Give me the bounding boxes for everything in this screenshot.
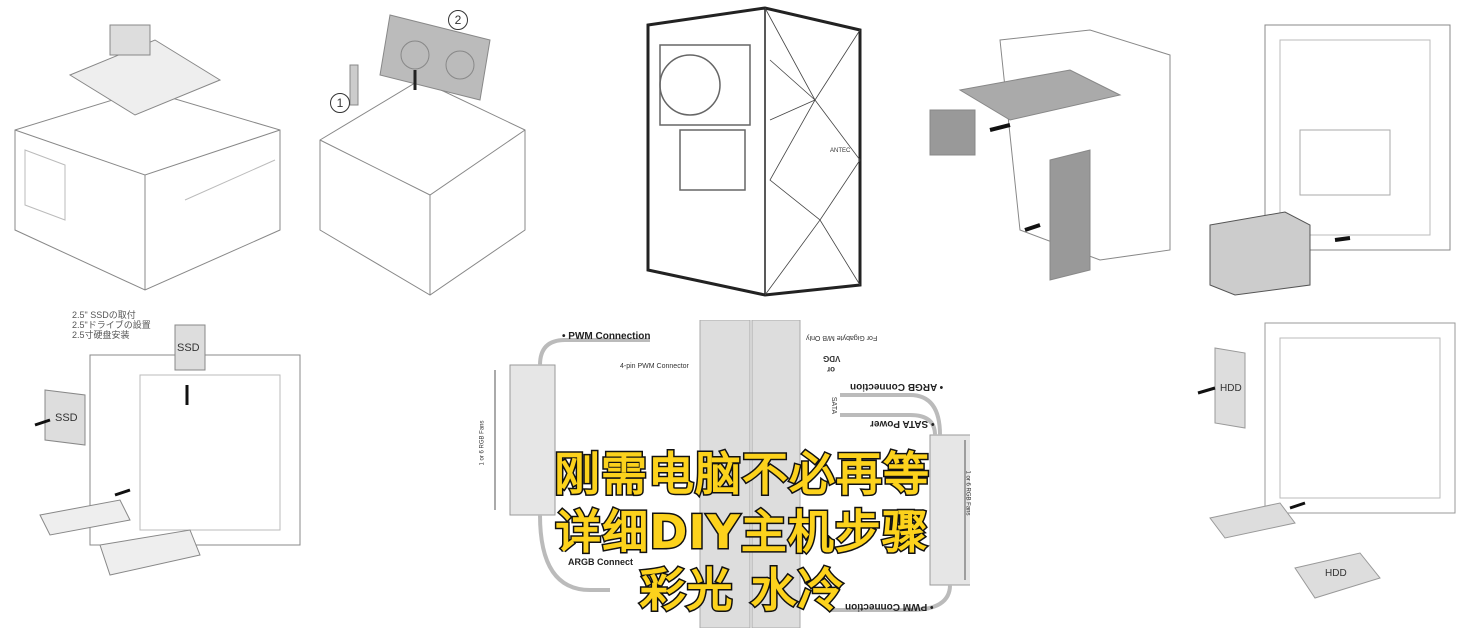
hdd-install-diagram: HDD HDD (1190, 318, 1462, 628)
argb-connect-bottom-label: ARGB Connect (568, 557, 633, 567)
hdd-label-side: HDD (1220, 383, 1242, 394)
headline-line-2: 详细DIY主机步骤 (554, 504, 930, 561)
sata-power-label: • SATA Power (870, 418, 935, 429)
step-2-marker: 2 (448, 10, 468, 30)
fan-install-diagram (920, 0, 1180, 300)
note-line: 2.5寸硬盘安装 (72, 330, 130, 340)
ssd-label-top: SSD (177, 342, 200, 354)
headline-line-3: 彩光 水冷 (638, 562, 845, 619)
psu-install-diagram (1200, 0, 1462, 300)
argb-hub-wiring-diagram: • PWM Connection 4-pin PWM Connector For… (480, 319, 981, 628)
vdg-label: VDG (823, 354, 841, 363)
hdd-label-bottom: HDD (1325, 568, 1347, 579)
ssd-install-note: 2.5" SSDの取付 2.5"ドライブの設置 2.5寸硬盘安装 (72, 310, 151, 340)
motherboard-install-diagram (5, 0, 290, 300)
gpu-install-diagram: 1 2 (300, 0, 530, 300)
ssd-label-side: SSD (55, 412, 78, 424)
case-brand-logo: ANTEC (830, 148, 851, 154)
ssd-install-diagram: SSD SSD (0, 305, 305, 628)
case-front-diagram: ANTEC (640, 0, 870, 302)
note-line: 2.5"ドライブの設置 (72, 320, 151, 330)
or-label: or (827, 365, 835, 374)
pwm-connection-label: • PWM Connection (562, 331, 651, 342)
headline-line-1: 刚需电脑不必再等 (553, 446, 931, 503)
note-line: 2.5" SSDの取付 (72, 310, 136, 320)
sata-label: SATA (830, 396, 838, 415)
pwm-connector-label: 4-pin PWM Connector (620, 363, 689, 370)
gigabyte-only-label: For Gigabyte M/B Only (806, 334, 878, 341)
step-1-marker: 1 (330, 93, 350, 113)
argb-connection-label: • ARGB Connection (850, 381, 944, 392)
